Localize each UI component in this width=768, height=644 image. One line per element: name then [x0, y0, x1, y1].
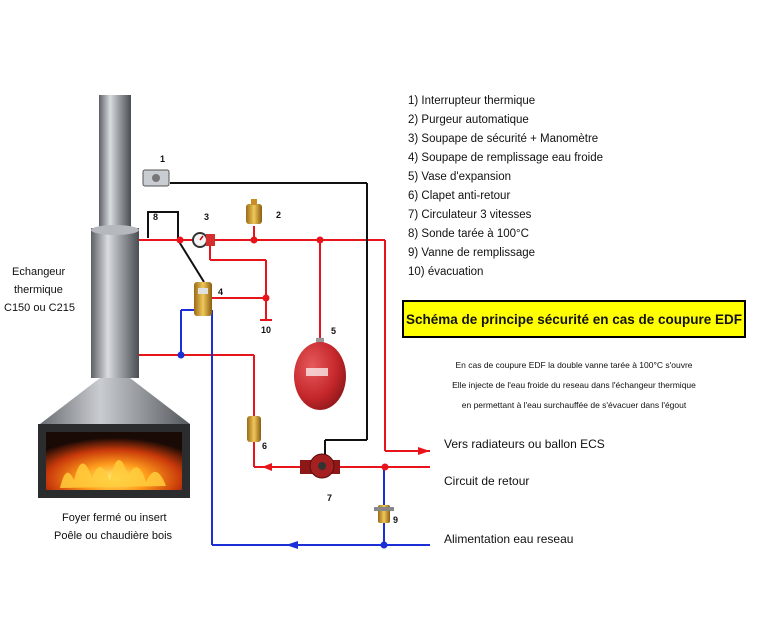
thermal-switch [142, 169, 170, 187]
legend-item: 9) Vanne de remplissage [408, 247, 535, 259]
num-8: 8 [153, 212, 159, 222]
num-6: 6 [262, 441, 268, 451]
radiators-label: Vers radiateurs ou ballon ECS [444, 437, 605, 451]
check-valve [247, 416, 261, 442]
note-line: Elle injecte de l'eau froide du reseau d… [452, 380, 696, 390]
num-1: 1 [160, 154, 166, 164]
num-2: 2 [276, 210, 282, 220]
cold-junctions [177, 351, 388, 549]
heat-exchanger-top [91, 225, 139, 235]
return-label: Circuit de retour [444, 474, 530, 488]
hot-junctions [176, 236, 389, 471]
num-4: 4 [218, 287, 224, 297]
fill-valve [194, 282, 212, 316]
edf-title-box: Schéma de principe sécurité en cas de co… [402, 300, 746, 338]
exchanger-label-line2: thermique [14, 284, 63, 296]
legend-item: 1) Interrupteur thermique [408, 95, 536, 107]
foyer-label-line2: Poêle ou chaudière bois [54, 530, 173, 542]
edf-title: Schéma de principe sécurité en cas de co… [405, 311, 743, 327]
supply-label: Alimentation eau reseau [444, 532, 574, 546]
num-5: 5 [331, 326, 337, 336]
num-7: 7 [327, 493, 333, 503]
return-arrow [262, 463, 272, 471]
legend-item: 5) Vase d'expansion [408, 171, 511, 183]
air-vent [246, 199, 262, 224]
legend-item: 4) Soupape de remplissage eau froide [408, 152, 603, 164]
heat-exchanger [91, 228, 139, 378]
circulator-pump [300, 453, 340, 479]
legend-item: 8) Sonde tarée à 100°C [408, 228, 529, 240]
legend-item: 7) Circulateur 3 vitesses [408, 209, 532, 221]
hot-outlet-arrow [418, 447, 430, 455]
exchanger-label-line1: Echangeur [12, 266, 66, 278]
safety-valve-gauge [192, 232, 215, 248]
note-line: en permettant à l'eau surchauffée de s'é… [461, 400, 687, 410]
signal-wires [147, 182, 368, 455]
legend-item: 2) Purgeur automatique [408, 114, 529, 126]
expansion-vessel [294, 338, 346, 410]
flame-shapes [60, 459, 166, 488]
num-9: 9 [393, 515, 399, 525]
num-10: 10 [261, 325, 272, 335]
note-line: En cas de coupure EDF la double vanne ta… [455, 360, 693, 370]
legend-item: 6) Clapet anti-retour [408, 190, 511, 202]
hood [40, 378, 190, 424]
num-3: 3 [204, 212, 210, 222]
supply-arrow [286, 541, 298, 549]
legend-item: 10) évacuation [408, 266, 484, 278]
chimney-flue [99, 95, 131, 233]
exchanger-label-line3: C150 ou C215 [4, 302, 75, 314]
foyer-label-line1: Foyer fermé ou insert [62, 512, 167, 524]
legend-item: 3) Soupape de sécurité + Manomètre [408, 133, 599, 145]
fill-tap [374, 505, 394, 523]
